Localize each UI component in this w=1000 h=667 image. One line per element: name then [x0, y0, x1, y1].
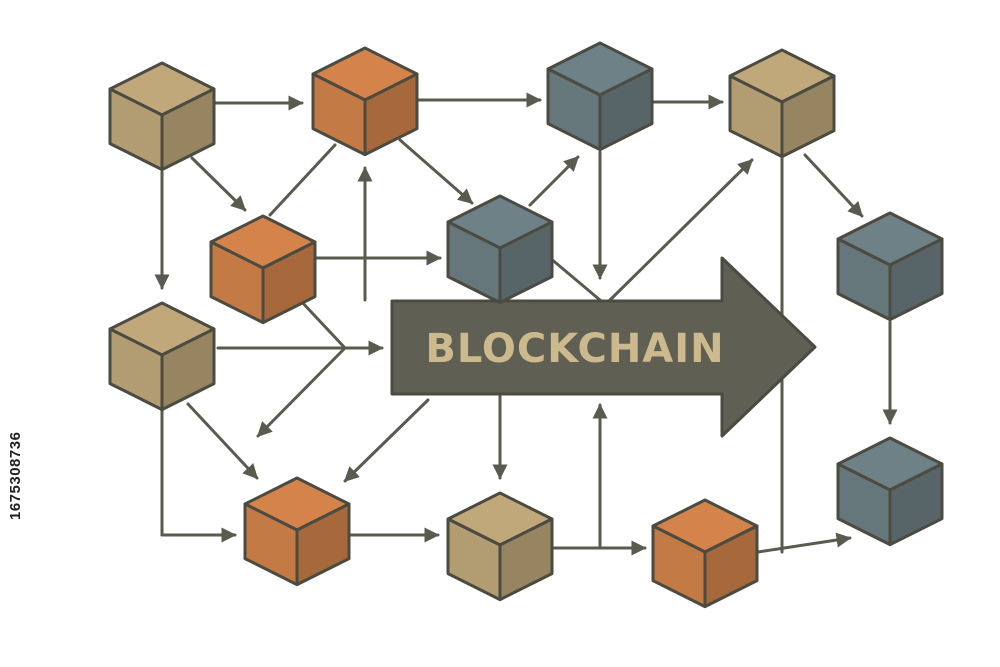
connector — [608, 158, 754, 302]
cube-face — [598, 67, 654, 152]
cube-face — [295, 502, 351, 587]
cube-face — [498, 517, 554, 602]
blockchain-label: BLOCKCHAIN — [425, 326, 724, 372]
cube-block — [108, 301, 216, 412]
cube-block — [651, 498, 759, 609]
cube-face — [888, 237, 944, 322]
cube-face — [703, 524, 759, 609]
connector — [756, 532, 852, 554]
side-id-text: 1675308736 — [7, 432, 24, 520]
connector — [190, 156, 247, 212]
cube-block — [446, 491, 554, 602]
connectors — [154, 92, 898, 556]
cube-block — [446, 194, 554, 305]
connector — [343, 398, 430, 483]
connector — [186, 402, 259, 480]
cube-face — [160, 327, 216, 412]
cube-block — [243, 476, 351, 587]
cube-face — [363, 72, 419, 157]
blockchain-arrow: BLOCKCHAIN — [390, 256, 817, 438]
cube-block — [728, 48, 836, 159]
cube-block — [209, 214, 317, 325]
cube-block — [836, 436, 944, 547]
cube-face — [888, 462, 944, 547]
cube-block — [836, 211, 944, 322]
cube-face — [261, 240, 317, 325]
connector — [528, 155, 580, 207]
connector — [548, 256, 602, 302]
cube-block — [311, 46, 419, 157]
cube-block — [108, 61, 216, 172]
cube-block — [546, 41, 654, 152]
connector — [803, 153, 864, 218]
cube-face — [498, 220, 554, 305]
connector — [398, 138, 474, 205]
cube-face — [780, 74, 836, 159]
cube-face — [160, 87, 216, 172]
connector — [256, 346, 347, 438]
cube-group — [108, 41, 944, 609]
connector — [298, 298, 347, 350]
connector — [268, 143, 337, 217]
